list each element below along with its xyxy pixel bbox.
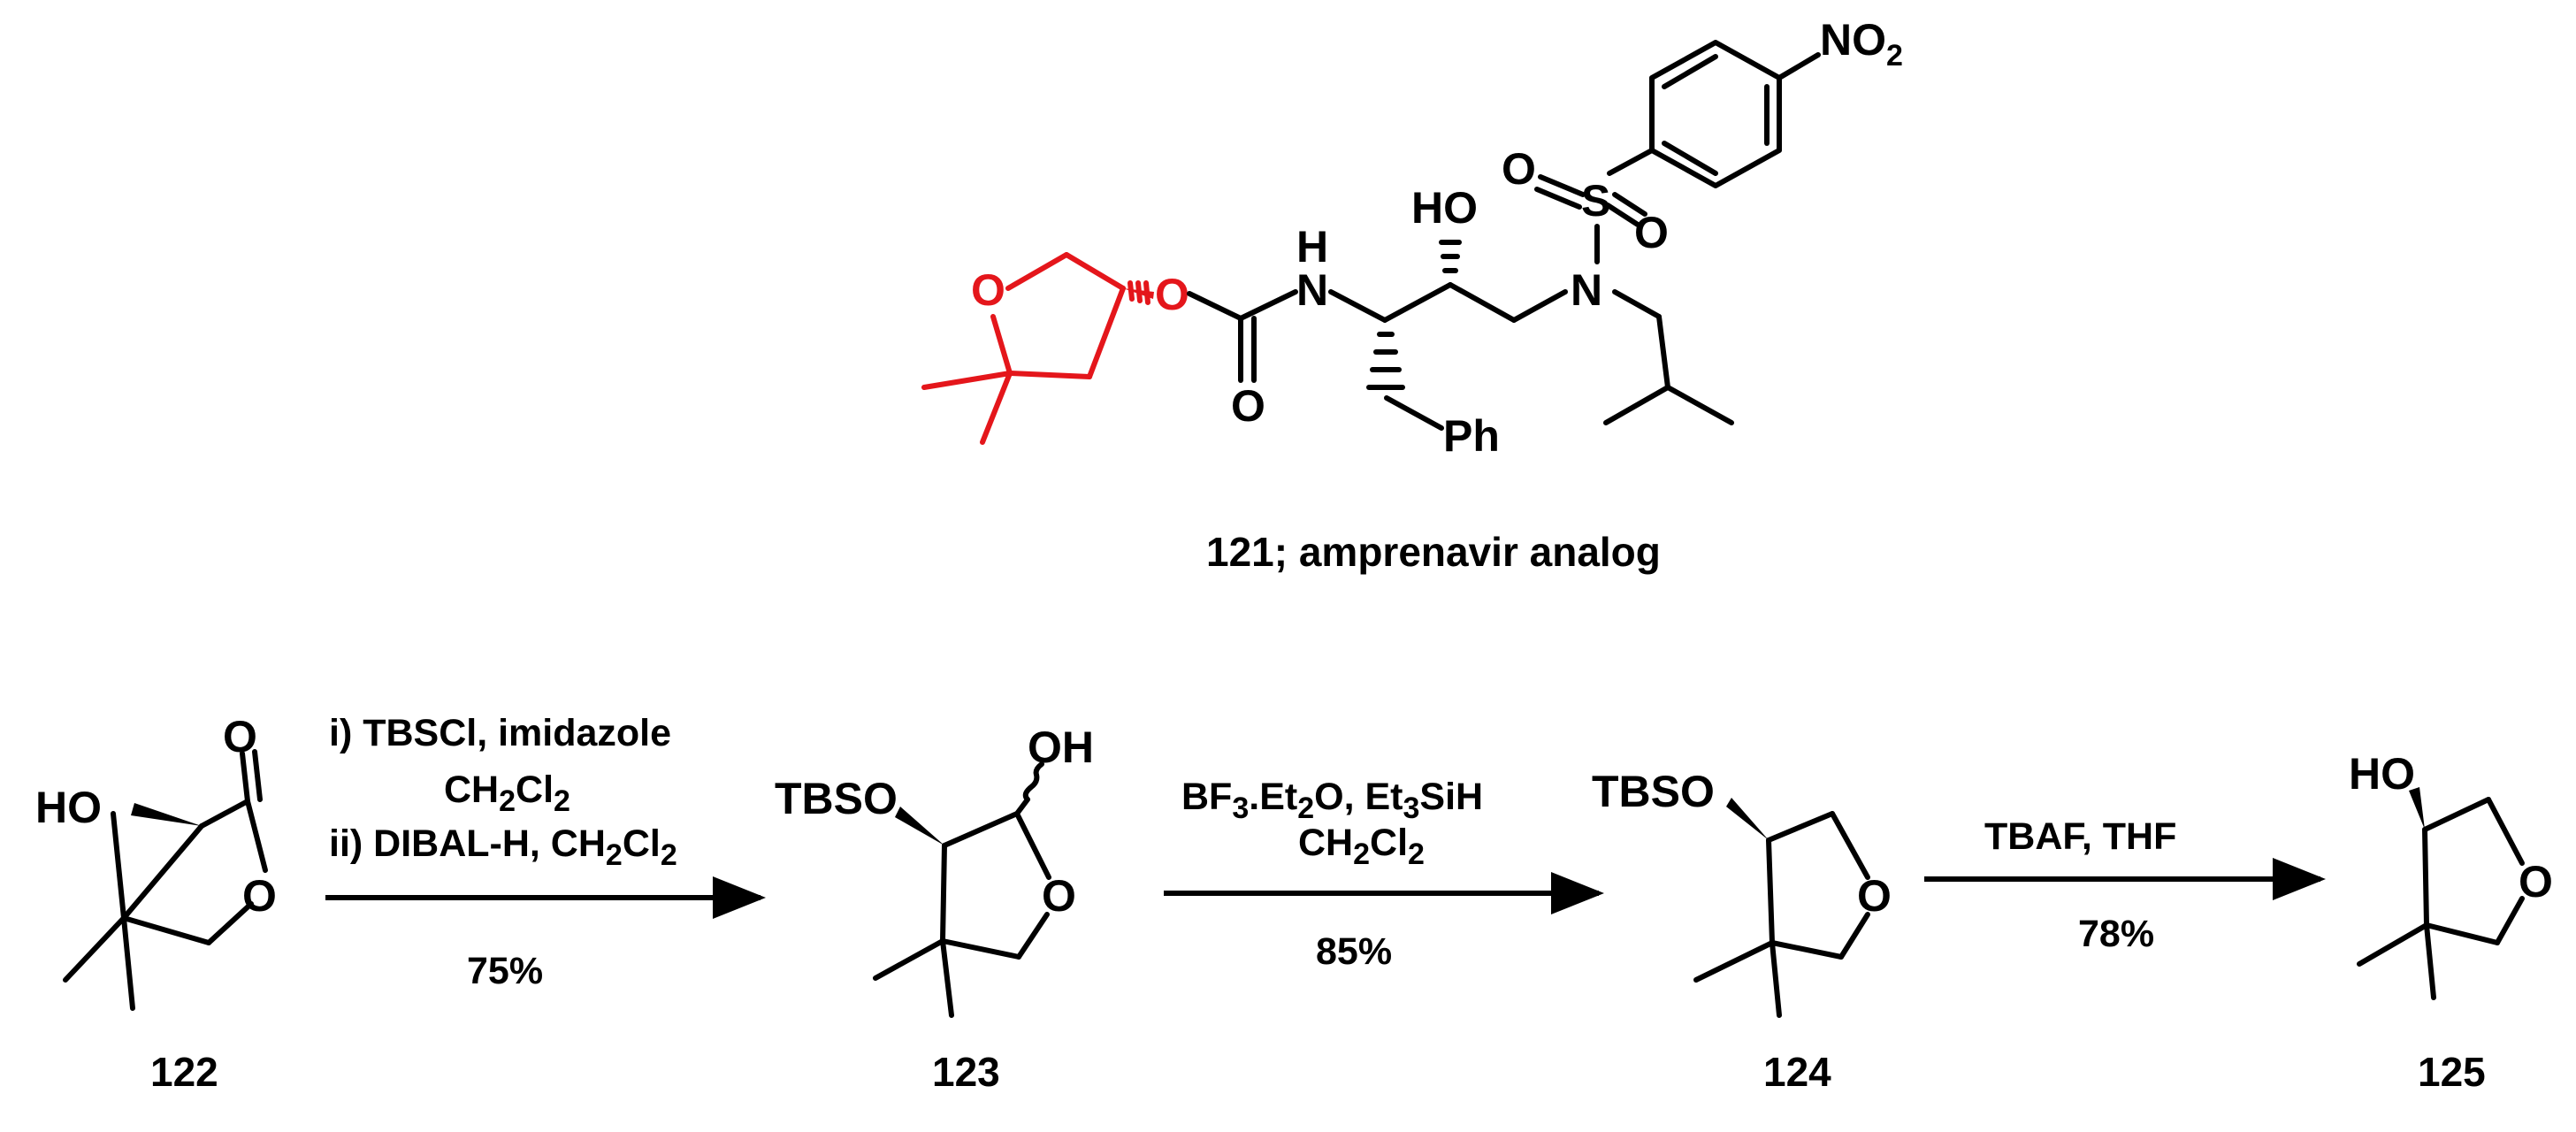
sulfonyl-oxygen-atom: O bbox=[1634, 208, 1669, 257]
compound-125-ring-oxygen: O bbox=[2519, 857, 2553, 906]
compound-122-label: 122 bbox=[150, 1049, 218, 1095]
amine-hydrogen-atom: H bbox=[1296, 222, 1328, 272]
step1-reagent-1: i) TBSCl, imidazole bbox=[329, 712, 671, 754]
step3-reagents: TBAF, THF bbox=[1984, 815, 2176, 858]
carbonyl-oxygen-atom: O bbox=[1231, 381, 1265, 431]
compound-123-hydroxyl: OH bbox=[1028, 723, 1094, 772]
compound-124-label: 124 bbox=[1763, 1049, 1831, 1095]
compound-124-tbs-ether: TBSO bbox=[1592, 767, 1715, 816]
compound-125-structure bbox=[2357, 787, 2525, 1000]
benzene-ring bbox=[1649, 40, 1782, 188]
sulfonamide-nitrogen-atom: N bbox=[1571, 265, 1602, 315]
wedge-bond bbox=[1726, 798, 1769, 840]
step1-reagent-2: ii) DIBAL-H, CH2Cl2 bbox=[329, 822, 677, 872]
compound-122-hydroxyl: HO bbox=[35, 783, 102, 832]
wedge-bond bbox=[895, 807, 944, 845]
dimethyl-thf-ring-highlight bbox=[921, 252, 1154, 445]
step1-solvent: CH2Cl2 bbox=[444, 769, 570, 818]
compound-122-carbonyl-oxygen: O bbox=[223, 712, 257, 761]
hashed-wedge-bond bbox=[1366, 332, 1405, 390]
step2-reagents: BF3.Et2O, Et3SiH bbox=[1181, 776, 1483, 825]
compound-121-structure: O O O H N Ph HO N bbox=[921, 15, 1903, 461]
amine-nitrogen-atom: N bbox=[1296, 265, 1328, 315]
phenyl-group: Ph bbox=[1443, 411, 1500, 461]
wedge-bond bbox=[131, 803, 202, 826]
sulfur-atom: S bbox=[1581, 176, 1610, 226]
ring-oxygen-atom: O bbox=[971, 265, 1005, 315]
compound-122-ring-oxygen: O bbox=[242, 871, 277, 921]
ester-oxygen-atom: O bbox=[1155, 270, 1189, 319]
compound-123-ring-oxygen: O bbox=[1042, 871, 1076, 921]
compound-125-hydroxyl: HO bbox=[2349, 749, 2415, 799]
compound-125-label: 125 bbox=[2418, 1049, 2486, 1095]
sulfonyl-oxygen-atom: O bbox=[1502, 144, 1536, 194]
hydroxyl-group: HO bbox=[1411, 183, 1478, 233]
compound-121-caption: 121; amprenavir analog bbox=[1206, 529, 1661, 575]
compound-124-ring-oxygen: O bbox=[1857, 871, 1892, 921]
wedge-bond bbox=[2409, 787, 2425, 830]
compound-123-structure bbox=[873, 761, 1051, 1018]
hashed-wedge-bond bbox=[1439, 240, 1462, 273]
step2-yield: 85% bbox=[1316, 930, 1392, 973]
step1-yield: 75% bbox=[467, 950, 543, 992]
compound-123-label: 123 bbox=[932, 1049, 1000, 1095]
nitro-group: NO2 bbox=[1820, 15, 1903, 73]
compound-123-tbs-ether: TBSO bbox=[775, 774, 898, 823]
compound-122-structure bbox=[63, 749, 268, 1011]
step3-yield: 78% bbox=[2078, 913, 2154, 955]
step2-solvent: CH2Cl2 bbox=[1298, 822, 1425, 871]
compound-124-structure bbox=[1693, 798, 1870, 1018]
